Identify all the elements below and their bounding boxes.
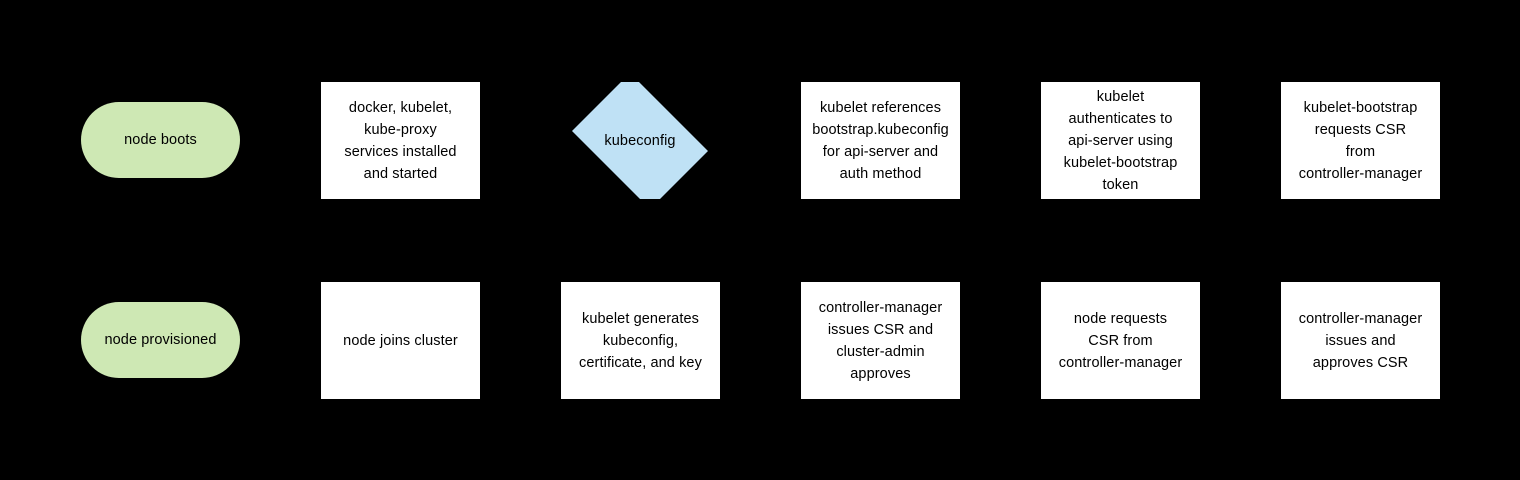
node-label-node-provisioned: node provisioned — [104, 332, 217, 348]
node-kubelet-bootstrap-requests-csr[interactable]: kubelet-bootstrap requests CSR from cont… — [1281, 82, 1440, 199]
node-node-requests-csr[interactable]: node requests CSR from controller-manage… — [1041, 282, 1200, 399]
node-label-node-boots: node boots — [124, 132, 197, 148]
node-node-provisioned[interactable]: node provisioned — [81, 302, 240, 378]
node-kubeconfig-decision[interactable]: kubeconfig — [562, 82, 718, 199]
node-kubelet-authenticates[interactable]: kubelet authenticates to api-server usin… — [1041, 82, 1200, 199]
node-controller-manager-issues-csr[interactable]: controller-manager issues CSR and cluste… — [801, 282, 960, 399]
node-node-boots[interactable]: node boots — [81, 102, 240, 178]
node-label-kubelet-bootstrap-requests-csr: kubelet-bootstrap requests CSR from cont… — [1298, 99, 1423, 182]
node-services-installed[interactable]: docker, kubelet, kube-proxy services ins… — [321, 82, 480, 199]
node-label-kubelet-authenticates: kubelet authenticates to api-server usin… — [1063, 88, 1178, 193]
node-kubelet-generates-kubeconfig[interactable]: kubelet generates kubeconfig, certificat… — [561, 282, 720, 399]
node-label-controller-manager-approves-csr: controller-manager issues and approves C… — [1298, 310, 1423, 371]
node-label-kubeconfig-decision: kubeconfig — [604, 132, 676, 149]
node-label-kubelet-references-bootstrap: kubelet references bootstrap.kubeconfig … — [812, 99, 949, 182]
node-controller-manager-approves-csr[interactable]: controller-manager issues and approves C… — [1281, 282, 1440, 399]
node-kubelet-references-bootstrap[interactable]: kubelet references bootstrap.kubeconfig … — [801, 82, 960, 199]
node-label-node-joins-cluster: node joins cluster — [343, 332, 458, 349]
node-label-services-installed: docker, kubelet, kube-proxy services ins… — [344, 99, 457, 182]
node-label-kubelet-generates-kubeconfig: kubelet generates kubeconfig, certificat… — [579, 310, 702, 371]
node-node-joins-cluster[interactable]: node joins cluster — [321, 282, 480, 399]
node-label-controller-manager-issues-csr: controller-manager issues CSR and cluste… — [818, 299, 943, 382]
node-label-node-requests-csr: node requests CSR from controller-manage… — [1058, 310, 1183, 371]
